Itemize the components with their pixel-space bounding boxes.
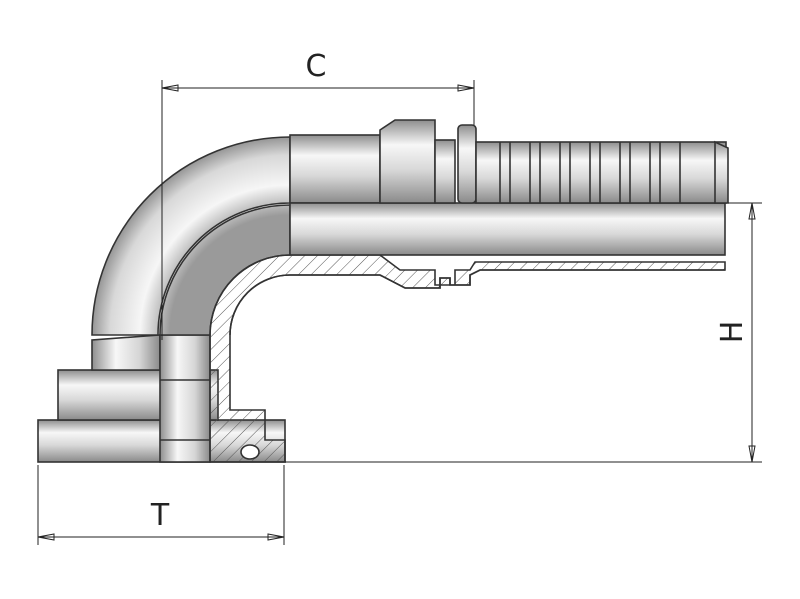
hose-tail (289, 119, 729, 256)
dimension-c: C (161, 49, 475, 340)
dimension-t: T (37, 465, 285, 545)
section-hatch (209, 254, 726, 463)
elbow-body (91, 136, 291, 463)
dimension-t-label: T (150, 498, 170, 533)
dimension-h-label: H (715, 321, 750, 344)
dimension-h: H (285, 202, 762, 463)
dimension-c-label: C (306, 49, 327, 84)
